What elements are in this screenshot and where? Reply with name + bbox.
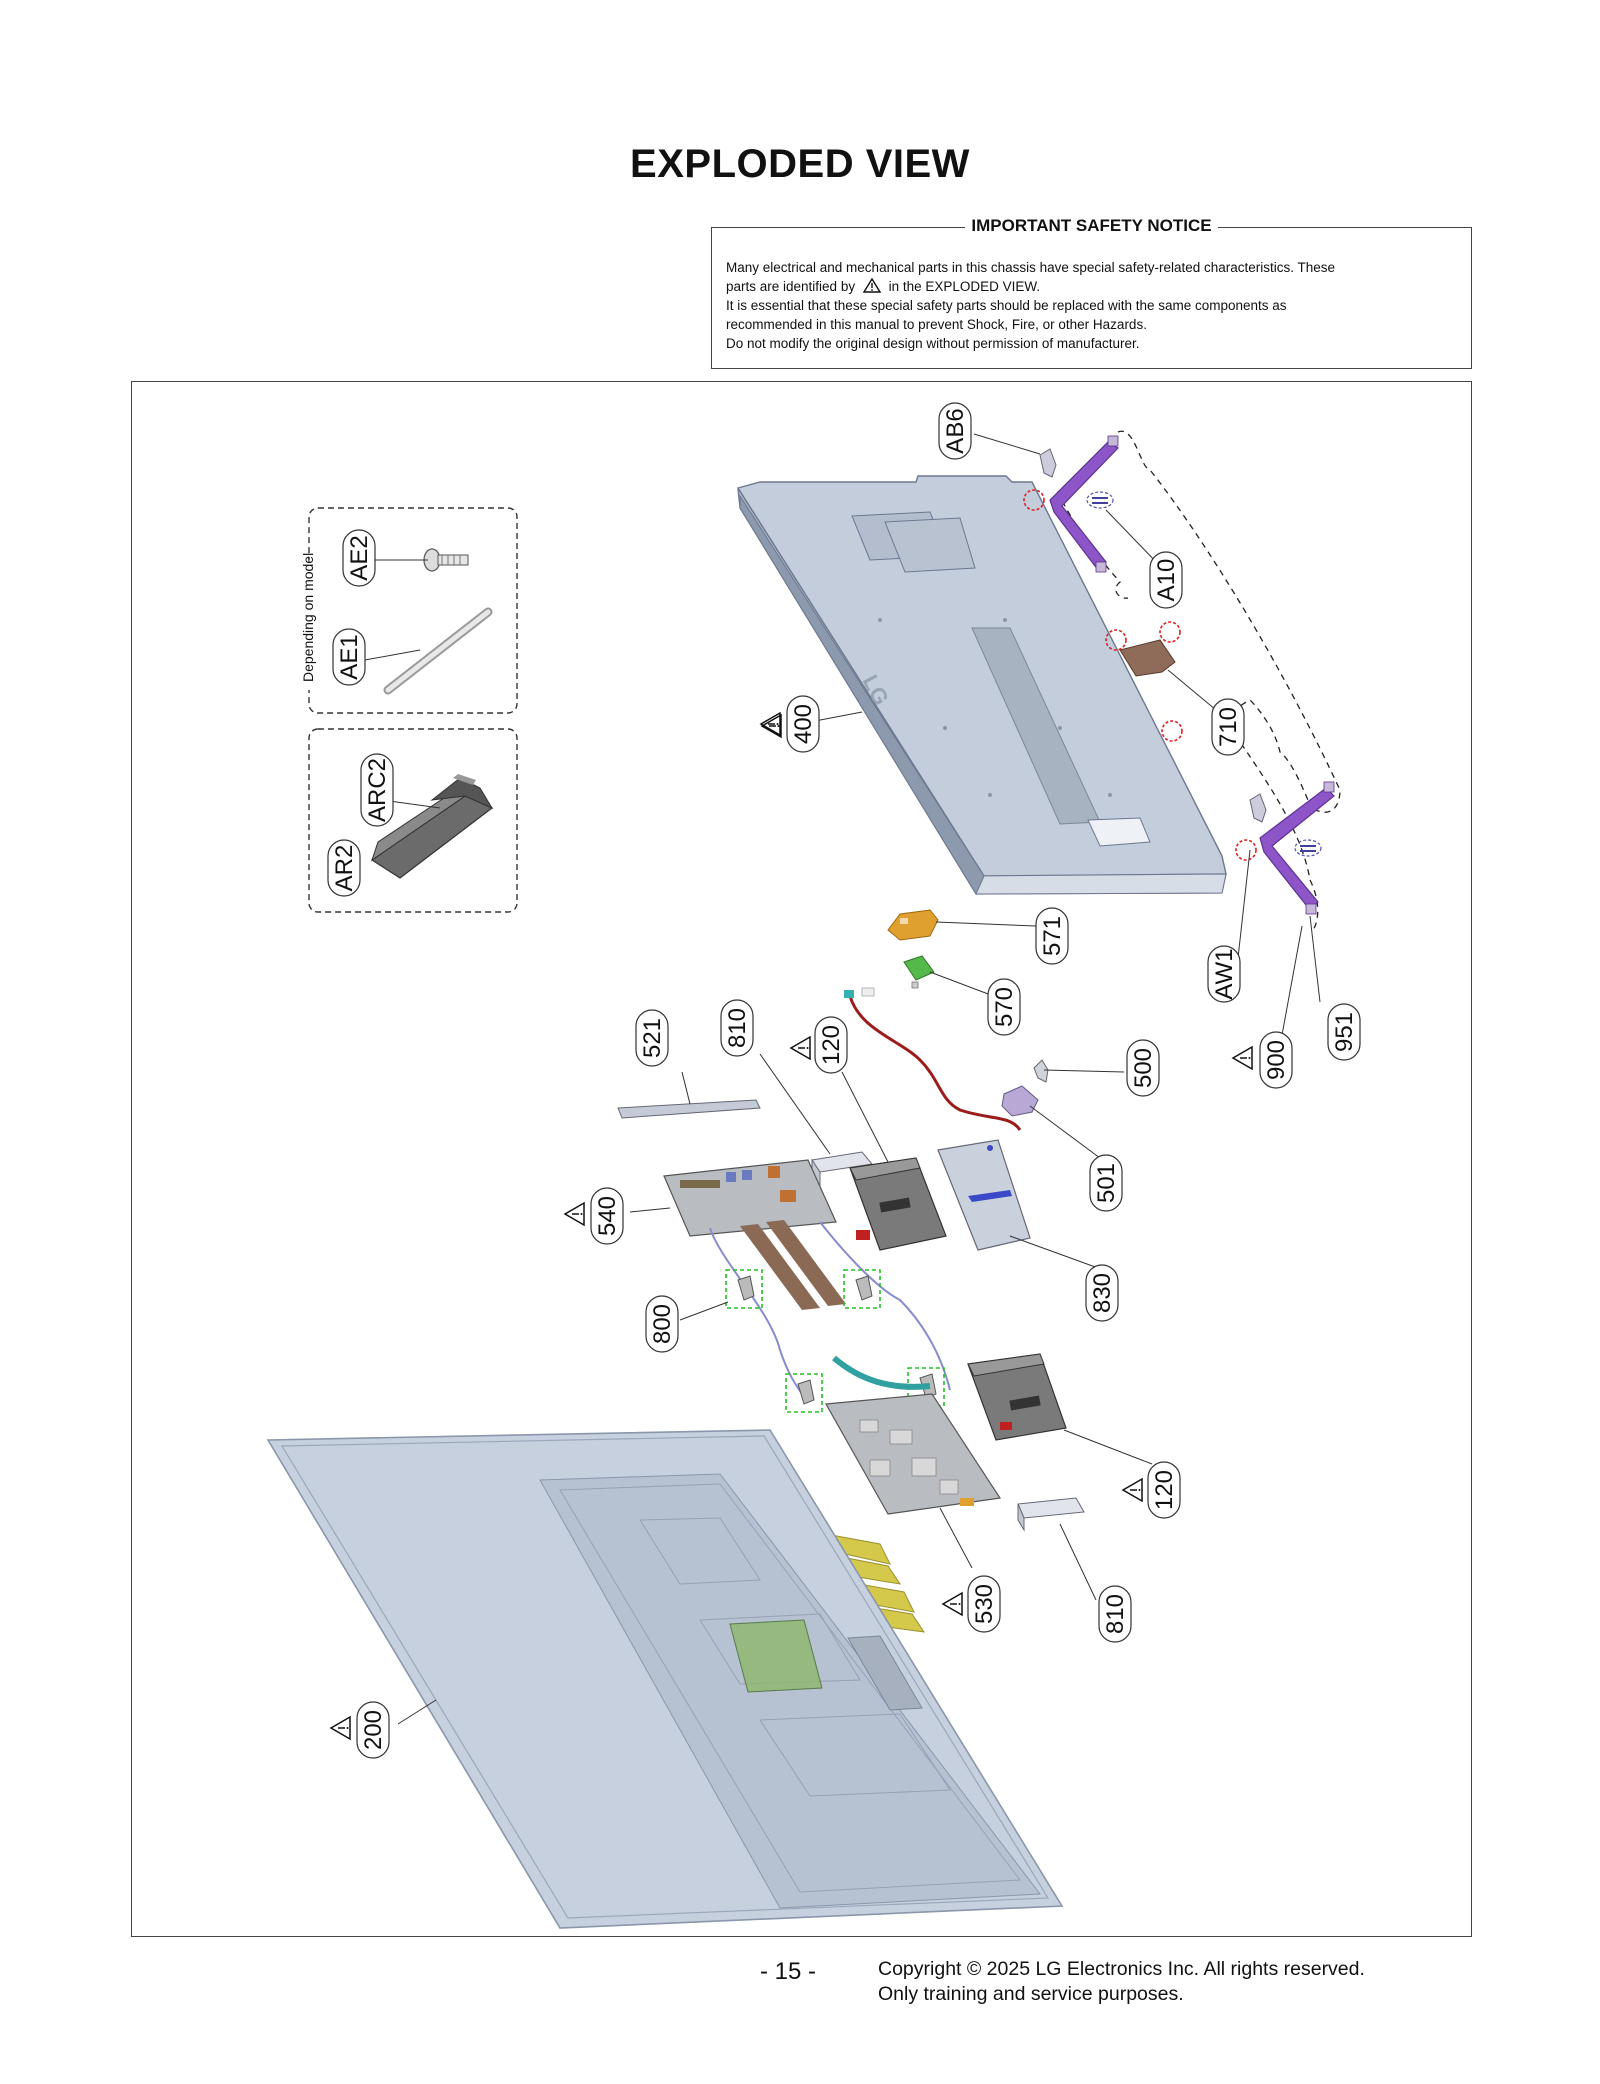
notice-line-4: recommended in this manual to prevent Sh…: [726, 317, 1147, 332]
safety-notice: IMPORTANT SAFETY NOTICE Many electrical …: [711, 216, 1472, 369]
svg-text:AB6: AB6: [942, 408, 969, 453]
diagram-frame: [131, 381, 1472, 1937]
svg-text:501: 501: [1093, 1163, 1120, 1203]
warning-540-icon: [564, 1202, 585, 1226]
bracket-500-icon: [1033, 1059, 1049, 1083]
part-label-arc2: ARC2: [360, 753, 394, 827]
bracket-810-bottom-icon: [1017, 1497, 1085, 1532]
part-label-800: 800: [645, 1295, 679, 1353]
svg-text:810: 810: [724, 1008, 751, 1048]
part-label-571: 571: [1035, 907, 1069, 965]
main-board-540-icon: [663, 1159, 837, 1237]
svg-text:AE1: AE1: [336, 634, 363, 679]
part-label-200: 200: [356, 1701, 390, 1759]
svg-text:540: 540: [594, 1196, 621, 1236]
part-label-530: 530: [967, 1575, 1001, 1633]
warning-120-bottom-icon: [1122, 1478, 1143, 1502]
svg-text:530: 530: [971, 1584, 998, 1624]
copyright: Copyright © 2025 LG Electronics Inc. All…: [878, 1957, 1365, 2007]
notice-line-5: Do not modify the original design withou…: [726, 336, 1140, 351]
back-cover-400: LG: [736, 475, 1227, 896]
part-label-830: 830: [1085, 1264, 1119, 1322]
page-title: EXPLODED VIEW: [630, 142, 970, 186]
part-label-540: 540: [590, 1187, 624, 1245]
copyright-line-1: Copyright © 2025 LG Electronics Inc. All…: [878, 1958, 1365, 1980]
svg-text:800: 800: [649, 1304, 676, 1344]
part-label-120-top: 120: [814, 1016, 848, 1074]
svg-text:200: 200: [360, 1710, 387, 1750]
part-label-aw1: AW1: [1207, 945, 1241, 1003]
part-label-570: 570: [987, 978, 1021, 1036]
part-label-ae2: AE2: [342, 529, 376, 587]
svg-text:A10: A10: [1153, 559, 1180, 602]
svg-text:810: 810: [1102, 1594, 1129, 1634]
notice-line-1: Many electrical and mechanical parts in …: [726, 260, 1336, 275]
svg-text:500: 500: [1130, 1048, 1157, 1088]
bracket-501-icon: [1001, 1085, 1039, 1117]
svg-text:AW1: AW1: [1211, 948, 1238, 999]
part-label-710: 710: [1211, 698, 1245, 756]
svg-text:400: 400: [790, 704, 817, 744]
bracket-571-icon: [887, 909, 939, 941]
svg-text:AE2: AE2: [346, 535, 373, 580]
part-label-951: 951: [1327, 1003, 1361, 1061]
notice-line-3: It is essential that these special safet…: [726, 298, 1287, 313]
svg-text:900: 900: [1263, 1040, 1290, 1080]
svg-text:951: 951: [1331, 1012, 1358, 1052]
svg-text:ARC2: ARC2: [364, 758, 391, 822]
cable-red-icon: [844, 987, 1022, 1131]
svg-text:521: 521: [639, 1018, 666, 1058]
safety-notice-title: IMPORTANT SAFETY NOTICE: [965, 216, 1218, 235]
notice-line-2: parts are identified by in the EXPLODED …: [726, 277, 1041, 294]
svg-text:571: 571: [1039, 916, 1066, 956]
copyright-line-2: Only training and service purposes.: [878, 1983, 1184, 2005]
part-label-500: 500: [1126, 1039, 1160, 1097]
svg-text:710: 710: [1215, 707, 1242, 747]
speaker-120-bottom-icon: [967, 1353, 1067, 1441]
power-board-530-icon: [825, 1355, 1002, 1515]
depending-on-model-note: Depending on model: [300, 553, 316, 682]
part-label-120-bottom: 120: [1147, 1461, 1181, 1519]
part-label-ar2: AR2: [327, 839, 361, 897]
warning-530-icon: [942, 1592, 963, 1616]
display-module-200: [266, 1429, 1064, 1929]
part-label-400: 400: [786, 695, 820, 753]
part-label-ae1: AE1: [332, 628, 366, 686]
stand-leg-bottom-icon: [1259, 787, 1335, 911]
part-label-a10: A10: [1149, 551, 1183, 609]
part-label-900: 900: [1259, 1031, 1293, 1089]
svg-text:120: 120: [1151, 1470, 1178, 1510]
bracket-710-icon: [1105, 621, 1183, 742]
part-label-521: 521: [635, 1009, 669, 1067]
rod-ae1-icon: [383, 607, 493, 695]
warning-900-icon: [1232, 1046, 1253, 1070]
svg-text:570: 570: [991, 987, 1018, 1027]
page-number: - 15 -: [760, 1958, 817, 1985]
part-label-ab6: AB6: [938, 402, 972, 460]
svg-text:830: 830: [1089, 1273, 1116, 1313]
board-570-icon: [903, 955, 935, 989]
speaker-120-top-icon: [849, 1157, 947, 1251]
safety-notice-body: Many electrical and mechanical parts in …: [726, 258, 1457, 353]
part-label-501: 501: [1089, 1154, 1123, 1212]
warning-200-icon: [330, 1716, 351, 1740]
screw-ae2-icon: [423, 548, 469, 572]
warning-120-top-icon: [790, 1036, 811, 1060]
ffc-cables-icon: [709, 1220, 951, 1401]
stand-assembly: [1023, 430, 1341, 933]
svg-text:AR2: AR2: [331, 845, 358, 892]
part-label-810-top: 810: [720, 999, 754, 1057]
remote-control-icon: [370, 774, 494, 879]
part-label-810-bottom: 810: [1098, 1585, 1132, 1643]
strip-521-icon: [617, 1099, 761, 1119]
svg-text:120: 120: [818, 1025, 845, 1065]
accessory-box-remote: [308, 728, 518, 913]
warning-triangle-icon: [862, 277, 882, 293]
bracket-830-icon: [937, 1139, 1031, 1251]
